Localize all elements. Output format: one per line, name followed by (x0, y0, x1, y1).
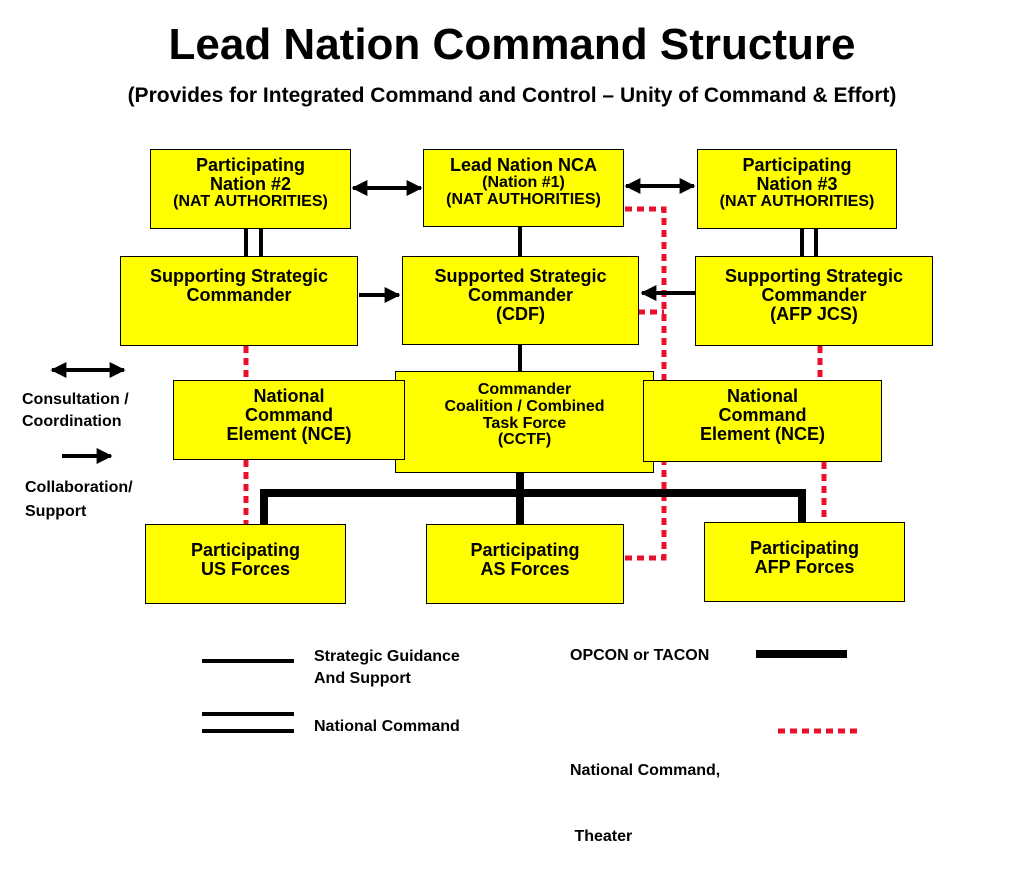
afp-forces-box: Participating AFP Forces (704, 522, 905, 602)
box-line: Participating (749, 538, 860, 558)
legend-line: Theater (570, 828, 633, 845)
box-line: Commander (477, 381, 572, 398)
connector-lines (50, 178, 858, 734)
collaboration-legend-label: Collaboration/ Support (25, 476, 133, 524)
opcon-lines (260, 473, 806, 524)
legend-line: National Command, (570, 762, 721, 779)
participating-nation-3-box: Participating Nation #3 (NAT AUTHORITIES… (697, 149, 897, 229)
box-line: Participating (190, 540, 301, 560)
box-line: Supported Strategic (434, 266, 607, 286)
box-line: Commander (761, 284, 867, 305)
participating-nation-2-box: Participating Nation #2 (NAT AUTHORITIES… (150, 149, 351, 229)
box-line: Element (NCE) (226, 423, 352, 444)
as-forces-box: Participating AS Forces (426, 524, 624, 604)
box-line: Command (244, 404, 333, 425)
box-line: Commander (186, 284, 292, 305)
box-line: Command (718, 404, 807, 425)
legend-line: And Support (314, 670, 411, 687)
consultation-arrows (50, 178, 696, 378)
supporting-strategic-commander-left-box: Supporting Strategic Commander (120, 256, 358, 346)
box-line: (CDF) (496, 303, 545, 324)
legend-line: Strategic Guidance (314, 648, 460, 665)
supported-strategic-commander-box: Supported Strategic Commander (CDF) (402, 256, 639, 345)
nce-right-box: National Command Element (NCE) (643, 380, 882, 462)
box-line: Coalition / Combined (444, 397, 605, 415)
box-line: Lead Nation NCA (449, 155, 597, 175)
national-command-legend-label: National Command (314, 718, 460, 735)
box-line: Participating (742, 155, 852, 175)
box-line: AS Forces (480, 558, 570, 579)
legend-line-samples (202, 650, 847, 733)
opcon-legend-label: OPCON or TACON (570, 647, 710, 664)
box-line: US Forces (200, 558, 291, 579)
cctf-box: Commander Coalition / Combined Task Forc… (395, 371, 654, 473)
theater-legend-label: National Command, Theater (570, 716, 720, 870)
us-forces-box: Participating US Forces (145, 524, 346, 604)
box-line: National (253, 386, 325, 406)
supporting-strategic-commander-right-box: Supporting Strategic Commander (AFP JCS) (695, 256, 933, 346)
collaboration-arrows (62, 285, 697, 464)
strategic-guidance-legend-label: Strategic Guidance And Support (314, 646, 460, 690)
legend-line: Coordination (22, 413, 122, 430)
box-line: Element (NCE) (699, 423, 825, 444)
theater-dotted-lines (243, 206, 827, 561)
box-line: National (726, 386, 798, 406)
page-subtitle: (Provides for Integrated Command and Con… (127, 84, 897, 107)
box-line: Commander (467, 284, 574, 305)
consultation-legend-label: Consultation / Coordination (22, 389, 129, 433)
box-line: Nation #2 (209, 173, 292, 194)
page-title: Lead Nation Command Structure (168, 20, 856, 69)
national-command-lines (244, 229, 818, 256)
legend-line: Collaboration/ (25, 479, 133, 496)
box-line: Participating (470, 540, 580, 560)
box-line: (NAT AUTHORITIES) (446, 190, 601, 208)
box-line: Supporting Strategic (149, 266, 328, 286)
box-line: Nation #3 (756, 173, 838, 194)
nce-left-box: National Command Element (NCE) (173, 380, 405, 460)
box-line: (CCTF) (497, 431, 552, 449)
box-line: Participating (195, 155, 306, 175)
box-line: Task Force (482, 414, 567, 432)
legend-line: Consultation / (22, 391, 129, 408)
box-line: (AFP JCS) (770, 303, 858, 324)
box-line: AFP Forces (754, 556, 855, 577)
box-line: (NAT AUTHORITIES) (719, 192, 875, 210)
box-line: (NAT AUTHORITIES) (173, 192, 328, 210)
box-line: Supporting Strategic (724, 266, 903, 286)
legend-line: Support (25, 503, 87, 520)
lead-nation-nca-box: Lead Nation NCA (Nation #1) (NAT AUTHORI… (423, 149, 624, 227)
box-line: (Nation #1) (482, 173, 565, 191)
